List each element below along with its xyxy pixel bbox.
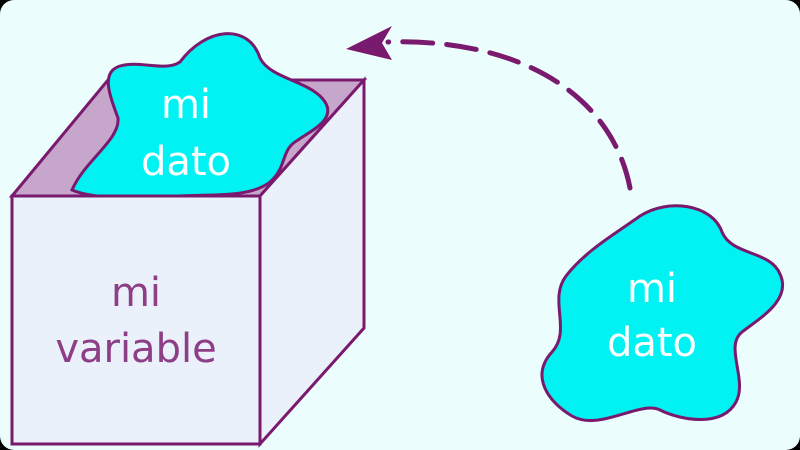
data-blob-shape [540,204,784,423]
data-blob-shape [70,32,330,200]
box-front-face [10,194,262,446]
blob-in-box: mi dato [70,32,330,200]
dashed-arrow [346,26,633,191]
blob-outside-label-line2: dato [607,320,697,366]
blob-outside: mi dato [540,204,784,423]
blob-in-box-label-line2: dato [141,139,231,185]
box-label-line2: variable [55,326,216,372]
dashed-arrow-curve [385,39,633,191]
blob-outside-label-line1: mi [627,266,677,312]
blob-in-box-label-line1: mi [161,82,211,128]
arrow-head-icon [346,26,392,60]
box-label-line1: mi [111,270,161,316]
